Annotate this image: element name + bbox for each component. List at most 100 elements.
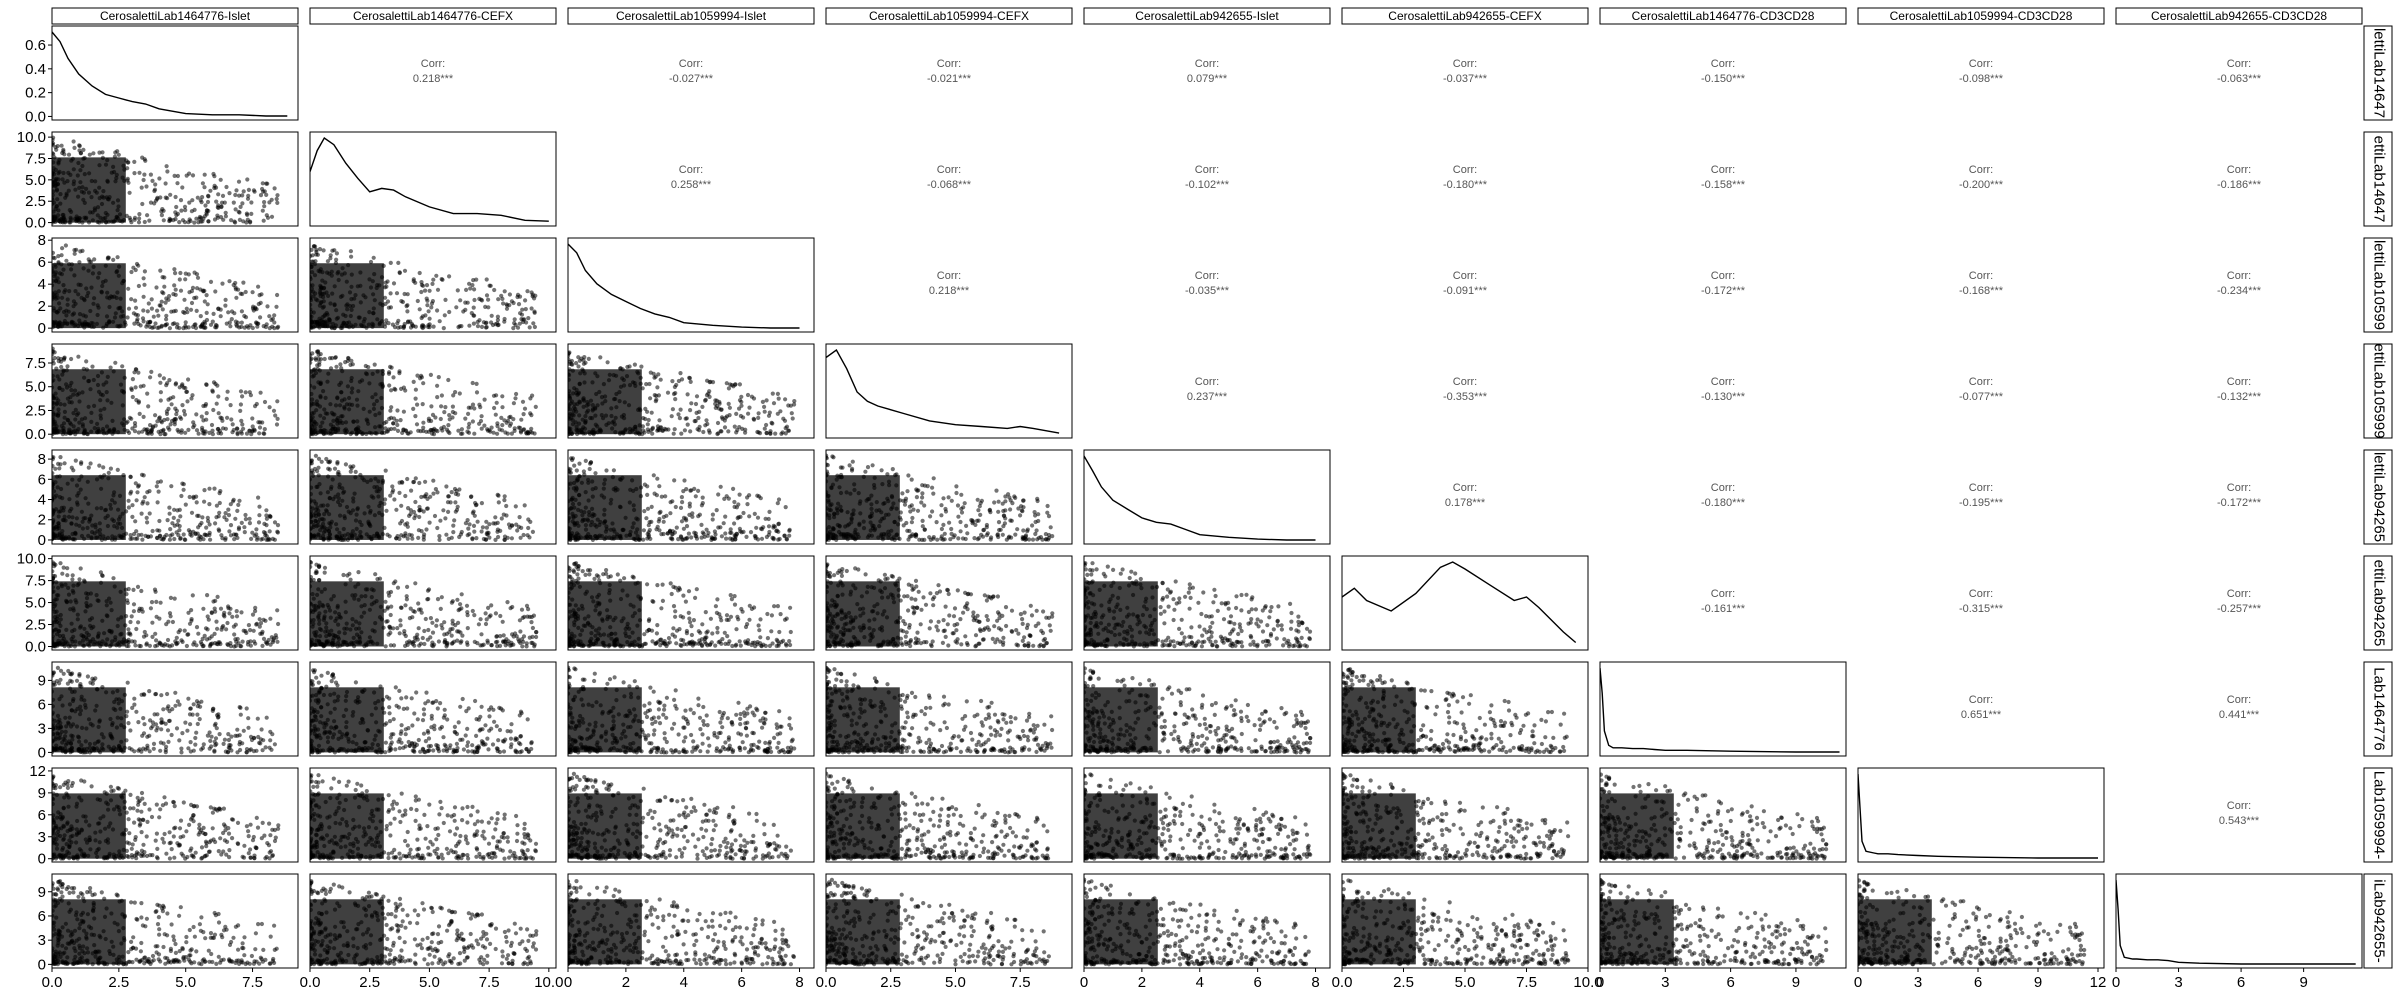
scatter-point: [513, 396, 518, 401]
scatter-point: [435, 525, 440, 531]
scatter-point: [264, 213, 269, 218]
scatter-point: [406, 431, 411, 436]
scatter-point: [693, 494, 698, 499]
scatter-point: [256, 520, 262, 525]
row-strip: [2363, 25, 2393, 121]
scatter-point: [274, 422, 280, 427]
scatter-point: [182, 537, 187, 542]
scatter-point: [978, 500, 983, 506]
scatter-point: [974, 518, 980, 524]
scatter-point: [61, 357, 67, 362]
scatter-point: [186, 377, 191, 382]
scatter-point: [349, 254, 354, 259]
scatter-point: [211, 311, 216, 316]
scatter-point: [425, 496, 430, 501]
scatter-point: [726, 401, 731, 406]
scatter-point: [665, 390, 671, 395]
corr-value: 0.218***: [929, 285, 970, 297]
scatter-point: [52, 361, 56, 366]
scatter-point: [133, 298, 138, 303]
scatter-point: [136, 483, 141, 488]
scatter-point: [1002, 521, 1008, 526]
corr-label: Corr:: [1969, 270, 1993, 282]
scatter-point: [449, 535, 454, 540]
scatter-point: [393, 387, 398, 392]
scatter-point: [467, 421, 472, 426]
scatter-point: [264, 192, 269, 197]
scatter-point: [398, 623, 403, 628]
scatter-point: [479, 426, 484, 431]
scatter-point: [241, 280, 246, 285]
scatter-point: [238, 402, 243, 407]
scatter-point: [747, 514, 752, 519]
corr-value: -0.150***: [1701, 73, 1746, 85]
scatter-point: [587, 466, 592, 472]
corr-label: Corr:: [2227, 588, 2251, 600]
scatter-point: [669, 414, 674, 419]
scatter-point: [703, 398, 708, 403]
scatter-density-core: [568, 369, 642, 435]
scatter-point: [850, 466, 855, 471]
scatter-point: [500, 394, 505, 399]
scatter-point: [435, 490, 440, 495]
corr-label: Corr:: [2227, 270, 2251, 282]
scatter-point: [182, 297, 187, 302]
scatter-point: [522, 317, 527, 322]
scatter-point: [431, 277, 436, 282]
scatter-point: [962, 501, 967, 506]
scatter-point: [137, 216, 142, 221]
scatter-point: [322, 570, 327, 575]
scatter-point: [516, 302, 522, 307]
scatter-point: [463, 521, 468, 526]
scatter-point: [415, 298, 420, 304]
scatter-point: [226, 507, 231, 512]
scatter-point: [920, 518, 925, 524]
scatter-point: [133, 385, 138, 390]
corr-label: Corr:: [1711, 376, 1735, 388]
scatter-point: [400, 430, 405, 435]
scatter-point: [687, 504, 692, 509]
scatter-point: [246, 623, 251, 628]
scatter-point: [214, 641, 219, 647]
scatter-point: [992, 500, 997, 505]
scatter-point: [172, 536, 177, 542]
scatter-point: [242, 525, 247, 530]
scatter-point: [248, 639, 253, 644]
scatter-point: [200, 425, 205, 430]
column-strip: [1599, 7, 1847, 25]
scatter-point: [465, 626, 470, 631]
scatter-point: [70, 573, 75, 578]
scatter-point: [517, 515, 522, 520]
corr-value: -0.353***: [1443, 391, 1488, 403]
scatter-point: [758, 526, 764, 531]
scatter-point: [671, 431, 676, 436]
scatter-point: [77, 143, 82, 148]
scatter-point: [194, 500, 199, 505]
row-strip-label: lettiLab94265: [2371, 452, 2388, 542]
scatter-point: [183, 208, 188, 213]
scatter-point: [673, 391, 678, 396]
scatter-point: [424, 429, 429, 434]
scatter-point: [176, 518, 181, 523]
scatter-point: [231, 427, 236, 433]
scatter-point: [525, 533, 530, 538]
scatter-point: [52, 250, 55, 255]
scatter-point: [654, 493, 660, 498]
scatter-point: [52, 569, 55, 574]
scatter-point: [227, 191, 232, 196]
scatter-point: [739, 403, 744, 408]
scatter-point: [257, 420, 263, 425]
corr-label: Corr:: [1195, 164, 1219, 176]
scatter-point: [257, 425, 263, 430]
scatter-point: [162, 534, 167, 540]
scatter-point: [141, 414, 146, 419]
scatter-point: [97, 150, 102, 155]
scatter-point: [366, 365, 371, 370]
scatter-point: [170, 321, 175, 327]
scatter-point: [371, 255, 376, 260]
scatter-point: [77, 148, 82, 153]
scatter-point: [915, 488, 920, 493]
scatter-point: [437, 319, 442, 324]
scatter-point: [158, 479, 163, 484]
scatter-point: [241, 426, 246, 431]
